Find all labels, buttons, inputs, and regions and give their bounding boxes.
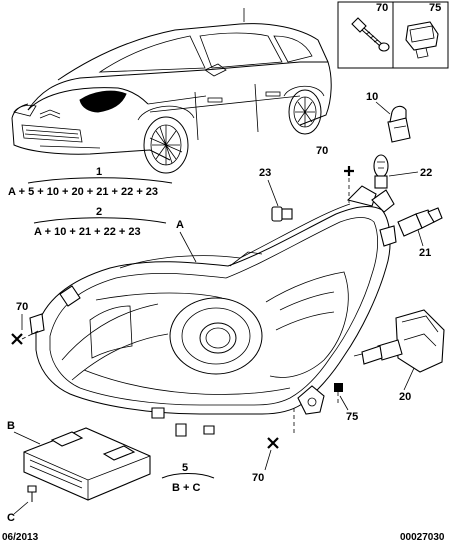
clip-marker-icon bbox=[334, 383, 343, 392]
screw-icon bbox=[351, 17, 390, 52]
formula-2-text: A + 10 + 21 + 22 + 23 bbox=[34, 226, 141, 238]
formula-1-brace bbox=[27, 177, 173, 184]
callout-23: 23 bbox=[259, 167, 271, 179]
callout-70-mid: 70 bbox=[316, 145, 328, 157]
bulb-20-icon bbox=[353, 309, 445, 373]
formula-2-number: 2 bbox=[96, 206, 102, 218]
callout-70-bottom: 70 bbox=[252, 472, 264, 484]
clip-nut-icon bbox=[405, 21, 439, 59]
callout-A: A bbox=[176, 219, 184, 231]
hardware-box bbox=[337, 1, 449, 69]
bulb-22-icon bbox=[373, 154, 389, 189]
highlighted-headlight bbox=[79, 90, 127, 113]
screw-marker-icon bbox=[344, 166, 354, 176]
screw-marker-left-icon bbox=[11, 333, 23, 345]
formula-1-text: A + 5 + 10 + 20 + 21 + 22 + 23 bbox=[8, 186, 158, 198]
callout-22: 22 bbox=[420, 167, 432, 179]
bulb-23-icon bbox=[271, 206, 293, 222]
screw-marker-bottom-icon bbox=[267, 437, 279, 449]
callout-75-bottom: 75 bbox=[346, 411, 358, 423]
footer-reference: 00027030 bbox=[400, 532, 445, 543]
footer-date: 06/2013 bbox=[2, 532, 39, 543]
formula-5-brace bbox=[161, 473, 215, 479]
formula-2-brace bbox=[33, 217, 167, 224]
formula-5-number: 5 bbox=[182, 462, 188, 474]
callout-70-box: 70 bbox=[376, 2, 388, 14]
callout-C: C bbox=[7, 512, 15, 524]
callout-B: B bbox=[7, 420, 15, 432]
callout-21: 21 bbox=[419, 247, 431, 259]
formula-5-text: B + C bbox=[172, 482, 200, 494]
bulb-21-icon bbox=[397, 207, 443, 237]
screw-c-icon bbox=[27, 485, 37, 502]
callout-70-left: 70 bbox=[16, 301, 28, 313]
callout-20: 20 bbox=[399, 391, 411, 403]
car-illustration bbox=[11, 23, 332, 174]
headlamp-assembly bbox=[29, 185, 397, 437]
formula-1-number: 1 bbox=[96, 166, 102, 178]
bulb-10-icon bbox=[387, 105, 411, 143]
callout-10: 10 bbox=[366, 91, 378, 103]
callout-75-box: 75 bbox=[429, 2, 441, 14]
ballast-module-icon bbox=[23, 427, 151, 501]
